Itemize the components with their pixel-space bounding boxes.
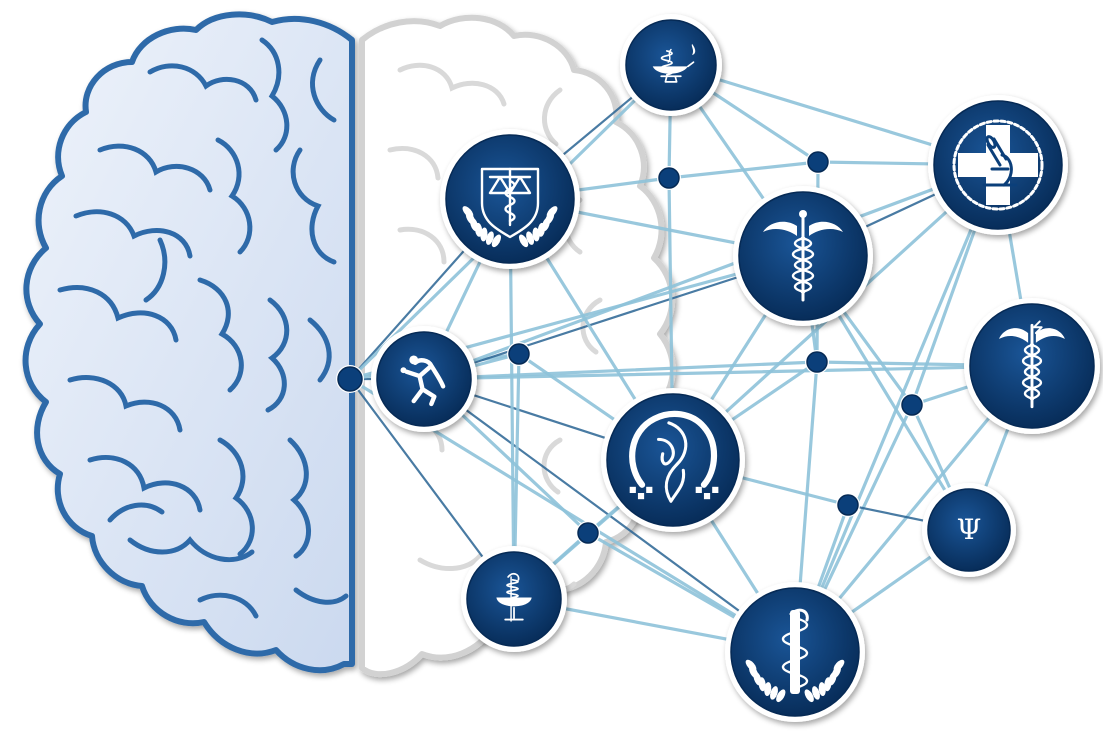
caduceus-icon	[763, 210, 843, 302]
node-caduceus	[733, 186, 873, 326]
left-hemisphere-gyri	[57, 37, 349, 619]
network-link	[422, 360, 819, 381]
node-law-shield	[440, 129, 580, 269]
junction-dot-icon	[837, 494, 859, 516]
node-d2	[576, 521, 600, 545]
left-hemisphere-outline	[22, 11, 355, 674]
node-medicine	[725, 582, 865, 722]
hub-dot-icon	[337, 366, 363, 392]
node-hub	[336, 365, 364, 393]
node-discus	[371, 326, 477, 432]
junction-dot-icon	[806, 351, 828, 373]
bowl-of-hygieia-icon	[496, 572, 532, 622]
pharmacy-lamp-icon	[652, 43, 696, 83]
node-nursing	[964, 298, 1100, 434]
node-microscope	[928, 95, 1068, 235]
node-d4	[805, 350, 829, 374]
dentistry-icon	[629, 410, 719, 503]
microscope-icon	[952, 119, 1044, 211]
brain-left-hemisphere	[22, 11, 355, 674]
discus-thrower-icon	[400, 355, 446, 407]
node-psychology: Ψ	[922, 483, 1016, 577]
junction-dot-icon	[901, 394, 923, 416]
network-link	[667, 160, 820, 180]
junction-dot-icon	[508, 343, 530, 365]
node-d1	[507, 342, 531, 366]
rod-of-asclepius-icon	[745, 608, 845, 703]
node-d5	[806, 150, 830, 174]
junction-dot-icon	[658, 167, 680, 189]
node-pharmacy-bowl	[461, 546, 567, 652]
node-d3	[657, 166, 681, 190]
node-dentistry	[601, 388, 745, 532]
nursing-caduceus-icon	[999, 320, 1065, 409]
network-nodes: Ψ	[336, 14, 1100, 722]
node-d6	[900, 393, 924, 417]
junction-dot-icon	[577, 522, 599, 544]
node-pharmacy-lamp	[620, 14, 722, 116]
psi-glyph: Ψ	[957, 513, 982, 546]
junction-dot-icon	[807, 151, 829, 173]
law-shield-icon	[462, 167, 558, 248]
psi-icon: Ψ	[957, 513, 982, 546]
node-d7	[836, 493, 860, 517]
